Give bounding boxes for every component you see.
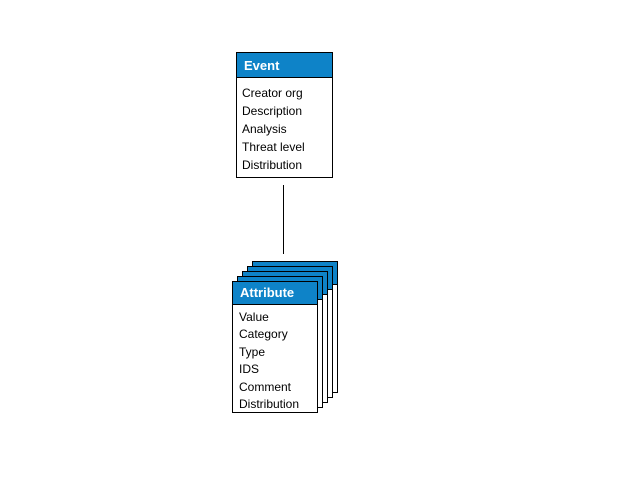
attribute-field-comment: Comment [239,379,292,394]
event-field-description: Description [242,104,303,118]
attribute-field-type: Type [239,344,266,359]
attribute-field-ids: IDS [239,362,260,376]
event-field-creator-org: Creator org [242,86,303,100]
event-title: Event [244,57,280,73]
attribute-entity: Attribute Value Category Type IDS Commen… [232,281,318,413]
attribute-field-list: Value Category Type IDS Comment Distribu… [233,305,317,413]
attribute-field-distribution: Distribution [239,397,300,411]
attribute-field-category: Category [239,327,288,341]
event-field-threat-level: Threat level [242,140,305,154]
event-header: Event [237,53,332,78]
attribute-field-value: Value [239,309,269,324]
attribute-header: Attribute [233,282,317,305]
event-field-distribution: Distribution [242,158,303,172]
event-attribute-connector-line [283,185,284,254]
event-field-list: Creator org Description Analysis Threat … [237,78,332,174]
attribute-title: Attribute [240,285,295,301]
event-entity: Event Creator org Description Analysis T… [236,52,333,178]
event-field-analysis: Analysis [242,122,287,136]
